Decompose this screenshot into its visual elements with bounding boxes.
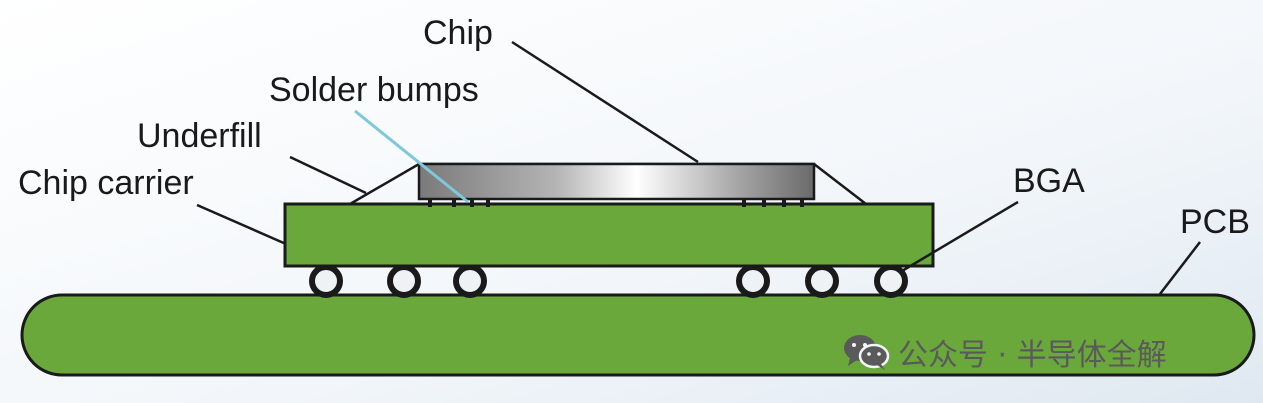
bga-ball (453, 264, 487, 298)
solder-bump (782, 198, 786, 207)
bga-ball (387, 264, 421, 298)
bga-leader-line (901, 200, 1019, 273)
watermark-text: 公众号 · 半导体全解 (898, 338, 1167, 373)
solder-bump (452, 198, 456, 207)
chip-leader-line (511, 40, 699, 164)
watermark: 公众号 · 半导体全解 (842, 330, 1167, 374)
pcb-label: PCB (1180, 203, 1250, 241)
solder-bump (470, 198, 474, 207)
wechat-icon (844, 335, 890, 370)
bga-label: BGA (1013, 162, 1085, 200)
chip-carrier (283, 202, 935, 268)
solder-bump (742, 198, 746, 207)
chip-die (417, 162, 816, 201)
chip-carrier-leader-line (196, 203, 287, 246)
underfill-label: Underfill (137, 117, 262, 155)
solder-bump (428, 198, 432, 207)
bga-ball (805, 264, 839, 298)
bga-ball (736, 264, 770, 298)
solder-bump (762, 198, 766, 207)
pcb-board (20, 293, 1256, 377)
underfill-leader-line (289, 155, 367, 195)
solder-bump (486, 198, 490, 207)
pcb-leader-line (1159, 241, 1201, 295)
solder-bumps-label: Solder bumps (269, 71, 479, 109)
solder-bumps (428, 198, 804, 207)
bga-ball (874, 264, 908, 298)
chip-carrier-label: Chip carrier (18, 164, 194, 202)
solder-bumps-leader-line (354, 109, 469, 204)
chip-label: Chip (423, 14, 493, 52)
solder-bump (800, 198, 804, 207)
bga-ball (309, 264, 343, 298)
